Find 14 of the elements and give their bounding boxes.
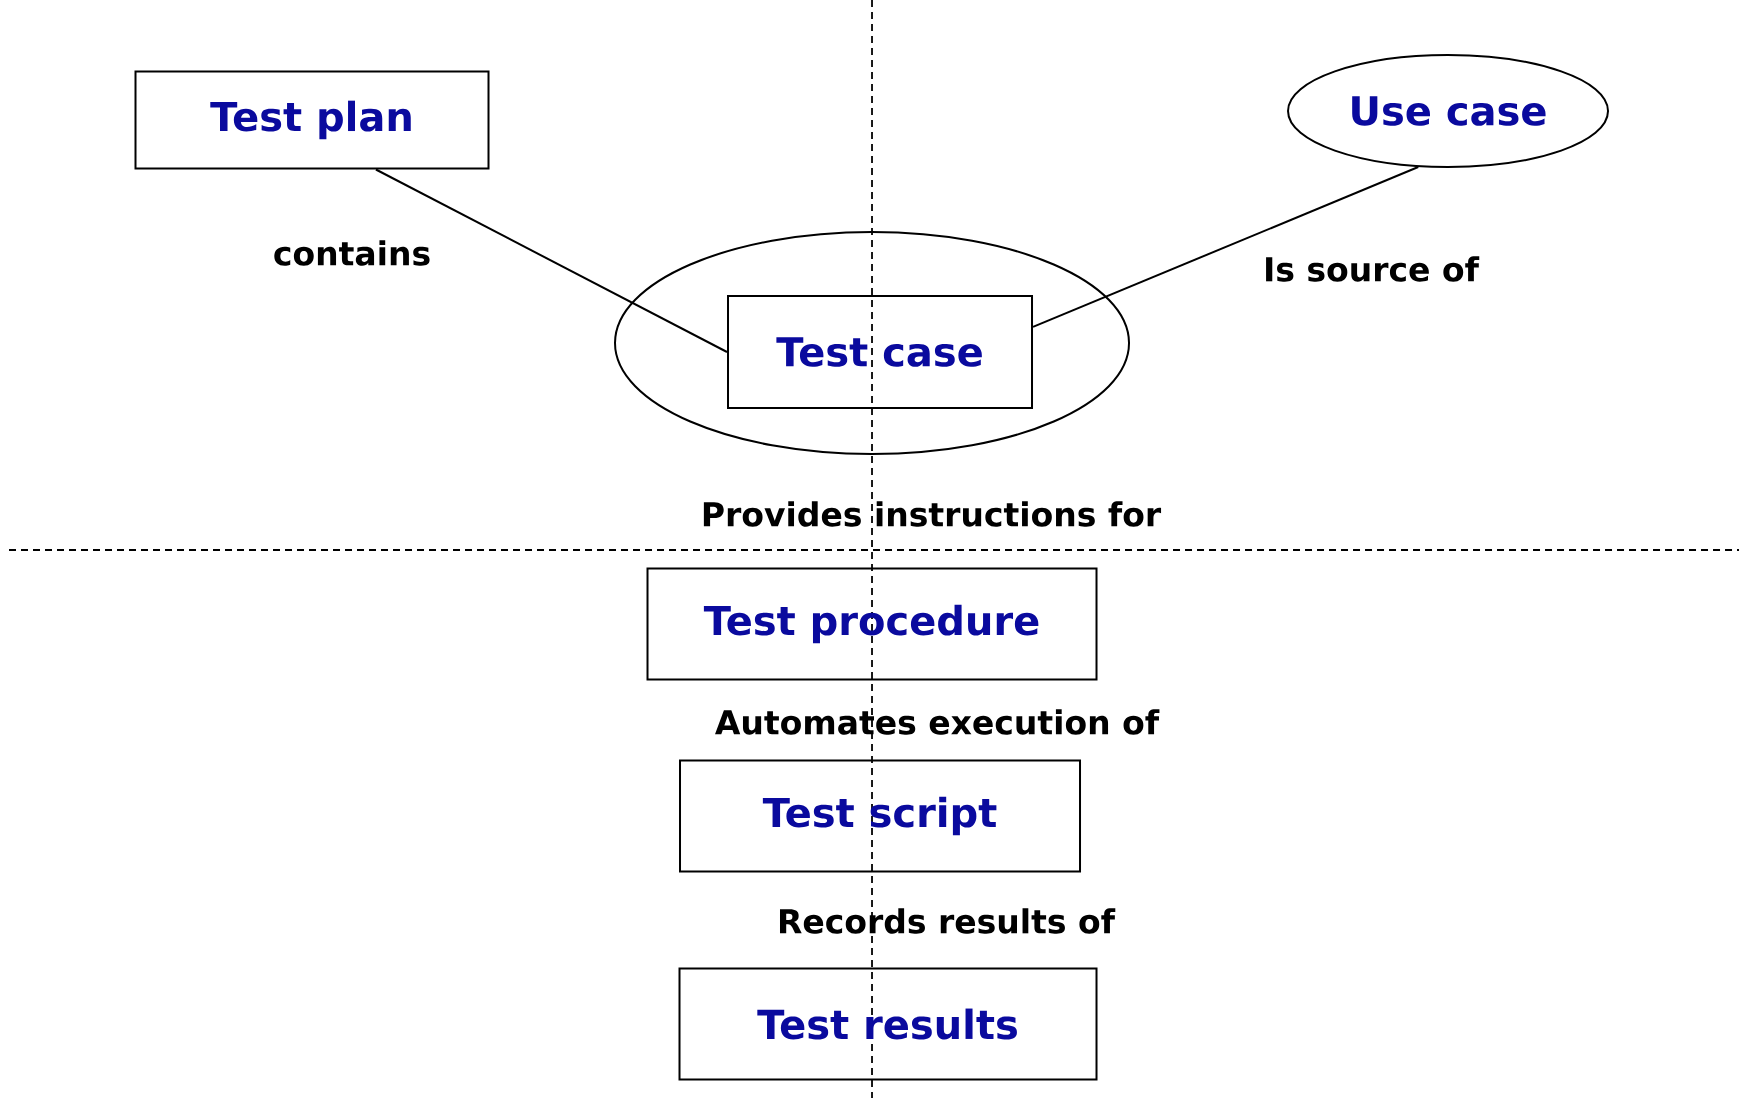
ellipse-outline xyxy=(614,231,1130,455)
connector-line xyxy=(374,168,728,353)
edge-label: Is source of xyxy=(1266,256,1480,282)
box-node: Test script xyxy=(679,759,1081,873)
connector-line xyxy=(1032,166,1420,328)
box-node: Test case xyxy=(727,295,1033,409)
edge-label: contains xyxy=(274,240,430,266)
relation-label: Records results of xyxy=(780,908,1116,934)
relation-label: Provides instructions for xyxy=(703,501,1162,527)
relation-label: Automates execution of xyxy=(715,709,1160,735)
box-node: Test plan xyxy=(134,70,490,170)
box-node: Test results xyxy=(678,967,1098,1081)
ellipse-node: Use case xyxy=(1287,54,1609,168)
box-node: Test procedure xyxy=(646,567,1098,681)
